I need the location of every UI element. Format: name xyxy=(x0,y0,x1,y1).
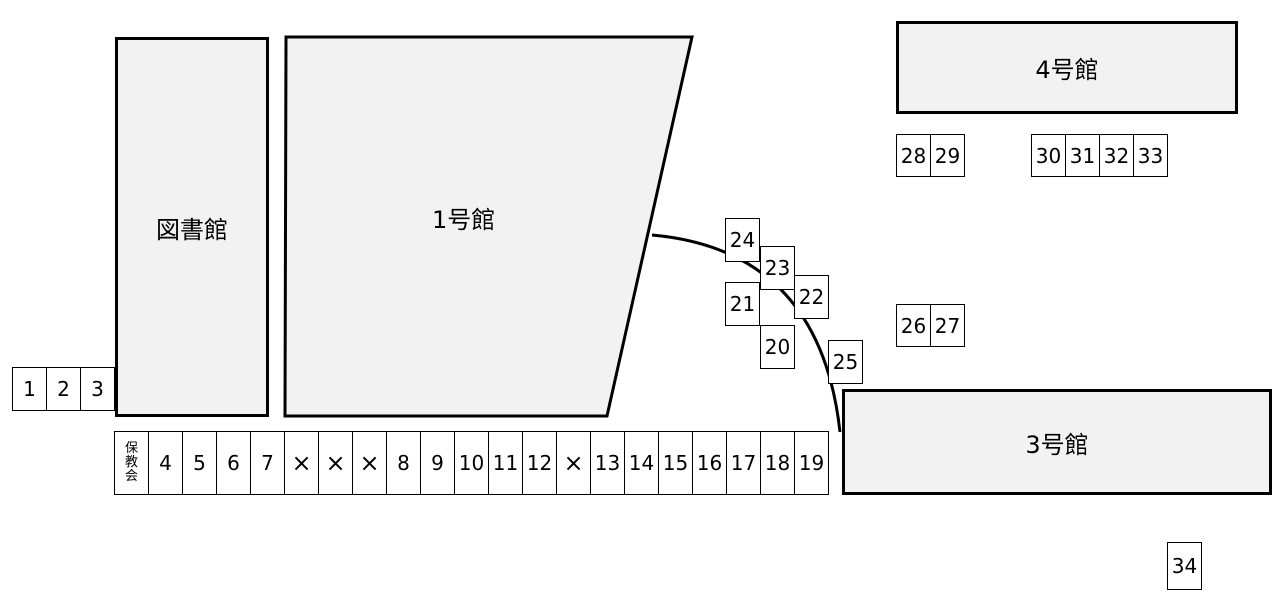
parking-space-hokenkai: 保 教 会 xyxy=(114,431,149,495)
hall4-building: 4号館 xyxy=(896,21,1238,114)
parking-space-1: 1 xyxy=(12,367,47,411)
parking-space-12: 12 xyxy=(522,431,557,495)
parking-space-5: 5 xyxy=(182,431,217,495)
parking-space-27: 27 xyxy=(930,304,965,347)
parking-space-23: 23 xyxy=(760,246,795,290)
parking-space-31: 31 xyxy=(1065,134,1100,177)
parking-space-18: 18 xyxy=(760,431,795,495)
hall4-label: 4号館 xyxy=(1035,56,1099,84)
parking-space-15: 15 xyxy=(658,431,693,495)
hall3-building: 3号館 xyxy=(842,389,1272,495)
unavailable-space-3: × xyxy=(352,431,387,495)
parking-space-6: 6 xyxy=(216,431,251,495)
hall3-label: 3号館 xyxy=(1025,430,1089,459)
parking-space-8: 8 xyxy=(386,431,421,495)
parking-space-13: 13 xyxy=(590,431,625,495)
hokenkai-label: 保 教 会 xyxy=(124,441,138,484)
parking-space-28: 28 xyxy=(896,134,931,177)
library-label: 図書館 xyxy=(156,215,228,244)
parking-space-14: 14 xyxy=(624,431,659,495)
hall1-shape xyxy=(283,35,694,418)
library-building: 図書館 xyxy=(115,37,269,417)
parking-space-25: 25 xyxy=(828,340,863,384)
unavailable-space-2: × xyxy=(318,431,353,495)
parking-space-2: 2 xyxy=(46,367,81,411)
parking-space-3: 3 xyxy=(80,367,115,411)
parking-space-33: 33 xyxy=(1133,134,1168,177)
unavailable-space-4: × xyxy=(556,431,591,495)
parking-space-19: 19 xyxy=(794,431,829,495)
parking-space-10: 10 xyxy=(454,431,489,495)
parking-space-11: 11 xyxy=(488,431,523,495)
parking-space-24: 24 xyxy=(725,218,760,262)
parking-space-30: 30 xyxy=(1031,134,1066,177)
parking-space-7: 7 xyxy=(250,431,285,495)
parking-space-16: 16 xyxy=(692,431,727,495)
parking-space-26: 26 xyxy=(896,304,931,347)
curved-path xyxy=(651,233,842,433)
parking-space-29: 29 xyxy=(930,134,965,177)
parking-space-9: 9 xyxy=(420,431,455,495)
unavailable-space-1: × xyxy=(284,431,319,495)
parking-space-20: 20 xyxy=(760,325,795,369)
parking-space-17: 17 xyxy=(726,431,761,495)
parking-space-34: 34 xyxy=(1167,542,1202,590)
parking-space-22: 22 xyxy=(794,275,829,319)
hall1-label: 1号館 xyxy=(432,206,496,234)
parking-space-21: 21 xyxy=(725,282,760,326)
parking-space-32: 32 xyxy=(1099,134,1134,177)
parking-space-4: 4 xyxy=(148,431,183,495)
